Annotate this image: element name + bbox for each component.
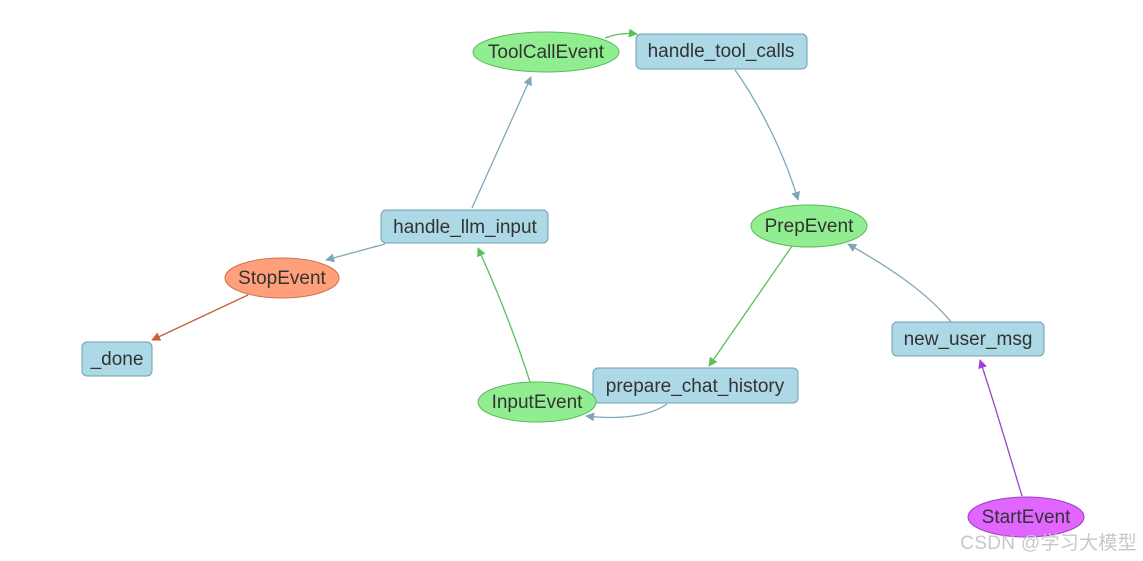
node-prepare-chat-history[interactable]: prepare_chat_history (592, 367, 799, 404)
node-new-user-msg[interactable]: new_user_msg (891, 321, 1045, 357)
node-prepevent[interactable]: PrepEvent (750, 204, 868, 248)
node-handle-tool-calls-shape (635, 33, 808, 70)
watermark: CSDN @学习大模型 (960, 533, 1137, 554)
edge-startevent-to-new-user-msg (978, 359, 1023, 497)
node-startevent-shape (967, 496, 1085, 538)
node-new-user-msg-label: new_user_msg (904, 329, 1033, 350)
node-prepare-chat-history-shape (592, 367, 799, 404)
node-prepare-chat-history-label: prepare_chat_history (606, 376, 785, 397)
node-toolcallevent-shape (472, 31, 620, 73)
node-handle-llm-input-label: handle_llm_input (393, 217, 537, 238)
node-done-shape (81, 341, 153, 377)
edge-new-user-msg-to-prepevent (847, 243, 953, 324)
node-inputevent-label: InputEvent (492, 392, 584, 413)
edge-prepevent-to-prepare-chat-history (708, 245, 793, 367)
edge-handle-llm-input-to-toolcallevent (471, 76, 532, 209)
node-startevent[interactable]: StartEvent (967, 496, 1085, 538)
edge-stopevent-to-done (151, 294, 249, 341)
node-handle-tool-calls[interactable]: handle_tool_calls (635, 33, 808, 70)
edge-prepare-chat-history-to-inputevent (585, 403, 668, 422)
node-stopevent-label: StopEvent (238, 268, 326, 289)
node-inputevent[interactable]: InputEvent (477, 381, 597, 423)
node-toolcallevent-label: ToolCallEvent (488, 42, 605, 63)
node-handle-llm-input[interactable]: handle_llm_input (380, 209, 549, 244)
node-new-user-msg-shape (891, 321, 1045, 357)
edge-handle-tool-calls-to-prepevent (734, 69, 801, 201)
node-stopevent[interactable]: StopEvent (224, 257, 340, 299)
node-prepevent-label: PrepEvent (765, 216, 854, 237)
node-done-label: _done (90, 349, 144, 370)
node-stopevent-shape (224, 257, 340, 299)
edges (151, 28, 1023, 497)
nodes: ToolCallEvent handle_tool_calls handle_l… (81, 31, 1085, 538)
edge-handle-llm-input-to-stopevent (325, 243, 386, 263)
node-prepevent-shape (750, 204, 868, 248)
node-done[interactable]: _done (81, 341, 153, 377)
node-inputevent-shape (477, 381, 597, 423)
edge-inputevent-to-handle-llm-input (477, 247, 531, 383)
node-toolcallevent[interactable]: ToolCallEvent (472, 31, 620, 73)
node-handle-tool-calls-label: handle_tool_calls (648, 41, 795, 62)
node-handle-llm-input-shape (380, 209, 549, 244)
edge-toolcallevent-to-handle-tool-calls (604, 28, 638, 39)
node-startevent-label: StartEvent (982, 507, 1071, 528)
